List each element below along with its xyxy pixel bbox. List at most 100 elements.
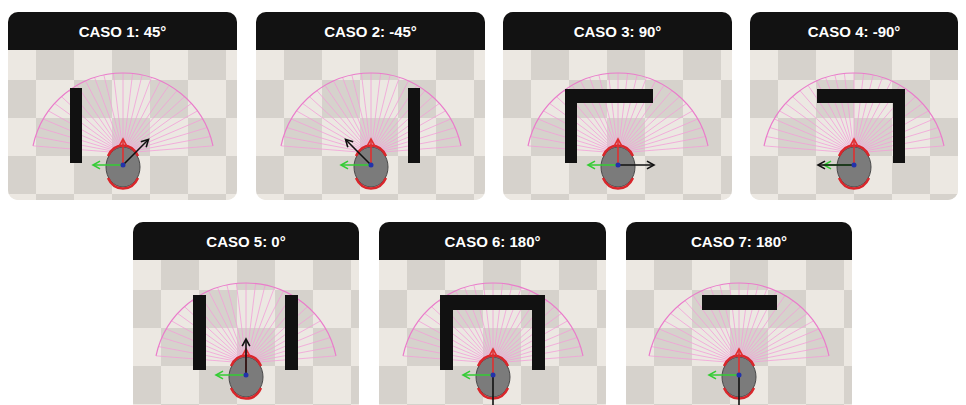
- floor-tile: [597, 260, 606, 290]
- floor-tile: [521, 366, 559, 404]
- floor-tile: [474, 80, 485, 118]
- robot-center: [121, 163, 126, 168]
- floor-tile: [816, 194, 854, 200]
- floor-tile: [844, 328, 852, 366]
- floor-tile: [750, 194, 778, 200]
- floor-tile: [768, 404, 806, 405]
- floor-tile: [721, 50, 732, 80]
- arrow-head: [735, 349, 743, 356]
- sensor-ray: [655, 338, 739, 363]
- floor-tile: [569, 194, 607, 200]
- floor-tile: [503, 156, 531, 194]
- wall: [532, 295, 545, 370]
- floor-tile: [654, 260, 692, 290]
- arrow-head: [614, 139, 622, 146]
- robot-bumper: [231, 388, 261, 399]
- floor-tile: [930, 50, 958, 80]
- floor-tile: [531, 80, 569, 118]
- floor-tile: [521, 404, 559, 405]
- sensor-ray: [792, 97, 854, 153]
- arrow-head: [850, 139, 858, 146]
- sensor-ray: [123, 128, 207, 153]
- axis-arrow: [346, 140, 371, 165]
- floor-tile: [778, 156, 816, 194]
- floor-tile: [313, 366, 351, 404]
- floor-tile: [654, 366, 692, 404]
- case-header: CASO 5: 0°: [133, 222, 359, 260]
- floor-tile: [597, 290, 606, 328]
- floor-tile: [607, 194, 645, 200]
- floor-tile: [133, 290, 161, 328]
- floor-tile: [256, 50, 284, 80]
- floor-tile: [750, 156, 778, 194]
- wall: [565, 89, 653, 103]
- floor-tile: [161, 260, 199, 290]
- floor-tile: [161, 404, 199, 405]
- floor-tile: [654, 290, 692, 328]
- floor-tile: [930, 194, 958, 200]
- floor-tile: [188, 194, 226, 200]
- floor-tile: [721, 194, 732, 200]
- floor-tile: [36, 156, 74, 194]
- robot-center: [852, 163, 857, 168]
- floor-tile: [351, 404, 359, 405]
- case-panel: CASO 4: -90°: [750, 12, 958, 200]
- floor-tile: [531, 194, 569, 200]
- floor-tile: [150, 50, 188, 80]
- arrow-head: [818, 161, 825, 169]
- robot-bumper: [108, 178, 138, 189]
- axis-arrow: [853, 139, 855, 165]
- case-title: CASO 6: 180°: [444, 233, 540, 250]
- floor-tile: [778, 118, 816, 156]
- robot-center: [244, 373, 249, 378]
- floor-tile: [199, 260, 237, 290]
- robot-scene: [750, 50, 958, 200]
- robot-center: [616, 163, 621, 168]
- arrow-head: [463, 371, 470, 379]
- floor-tile: [844, 366, 852, 404]
- floor-tile: [503, 80, 531, 118]
- floor-tile: [692, 404, 730, 405]
- floor-tile: [721, 80, 732, 118]
- floor-tile: [768, 260, 806, 290]
- robot-center: [369, 163, 374, 168]
- robot-center: [491, 373, 496, 378]
- floor-tile: [284, 80, 322, 118]
- floor-tile: [645, 50, 683, 80]
- floor-tile: [768, 366, 806, 404]
- axis-arrow: [492, 375, 494, 405]
- axis-arrow: [245, 339, 247, 375]
- robot-scene: [256, 50, 485, 200]
- floor-tile: [930, 80, 958, 118]
- floor-tile: [778, 80, 816, 118]
- floor-tile: [503, 50, 531, 80]
- floor-tile: [8, 80, 36, 118]
- floor-tile: [8, 156, 36, 194]
- sensor-ray: [287, 128, 371, 153]
- floor-tile: [407, 290, 445, 328]
- floor-tile: [8, 50, 36, 80]
- floor-tile: [379, 290, 407, 328]
- floor-tile: [188, 50, 226, 80]
- axis-arrow: [216, 374, 246, 376]
- arrow-head: [588, 161, 595, 169]
- floor-tile: [379, 260, 407, 290]
- floor-tile: [436, 80, 474, 118]
- floor-tile: [930, 156, 958, 194]
- floor-tile: [474, 118, 485, 156]
- floor-tile: [559, 404, 597, 405]
- floor-tile: [284, 50, 322, 80]
- arrow-head: [119, 139, 127, 146]
- floor-tile: [597, 404, 606, 405]
- floor-tile: [188, 156, 226, 194]
- case-panel: CASO 6: 180°: [379, 222, 606, 405]
- floor-tile: [750, 50, 778, 80]
- floor-tile: [256, 194, 284, 200]
- wall: [440, 295, 453, 370]
- floor-tile: [188, 80, 226, 118]
- floor-tile: [474, 50, 485, 80]
- axis-arrow: [738, 375, 740, 405]
- sensor-ray: [123, 97, 185, 153]
- axis-arrow: [818, 164, 854, 166]
- robot-scene: [133, 260, 359, 405]
